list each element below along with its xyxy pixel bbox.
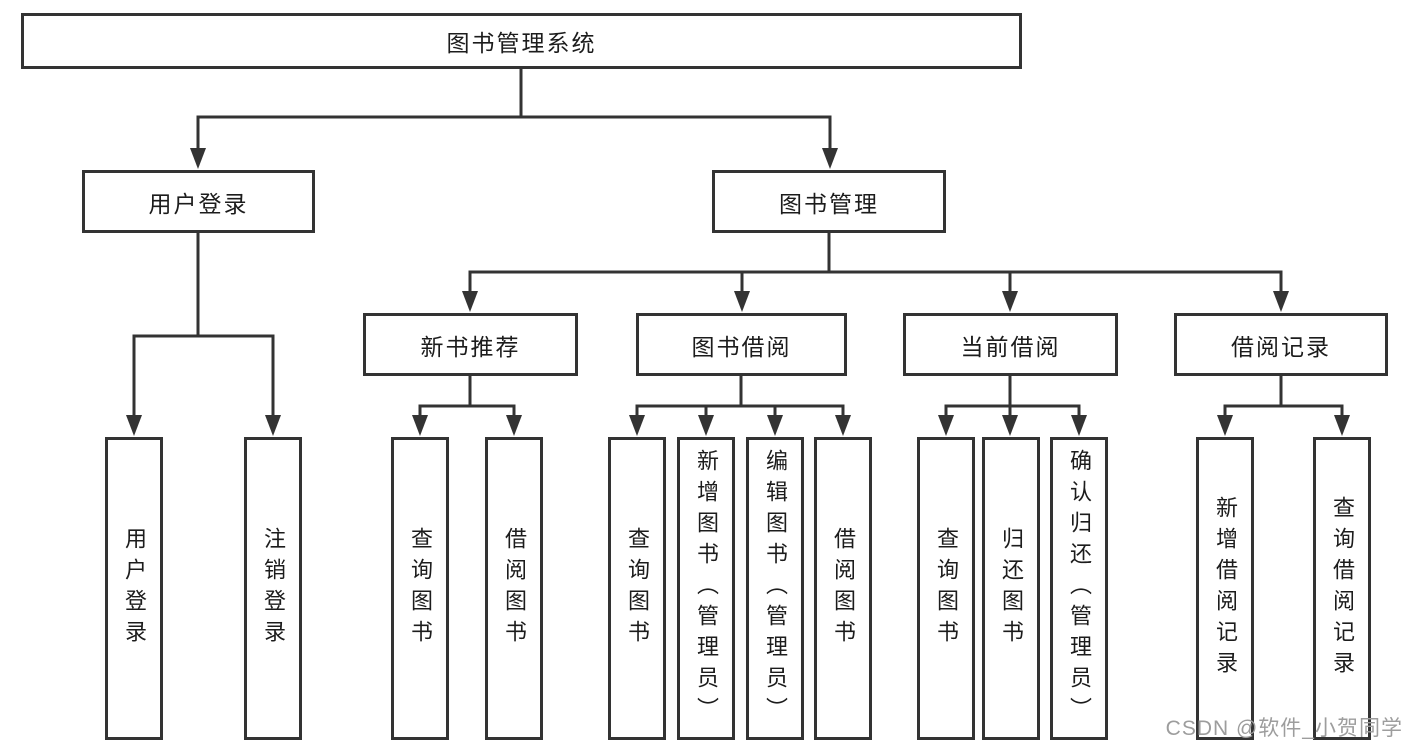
node-library-system: 图书管理系统 — [21, 13, 1022, 69]
leaf-query-books-recommend: 查询图书 — [391, 437, 449, 740]
leaf-query-books-borrow: 查询图书 — [608, 437, 666, 740]
leaf-label: 查询图书 — [934, 526, 959, 651]
leaf-label: 确认归还（管理员） — [1067, 449, 1092, 728]
leaf-add-borrow-record: 新增借阅记录 — [1196, 437, 1254, 740]
node-borrow-records: 借阅记录 — [1174, 313, 1388, 376]
leaf-label: 查询借阅记录 — [1330, 495, 1355, 682]
leaf-label: 新增借阅记录 — [1213, 495, 1238, 682]
leaf-confirm-return-admin: 确认归还（管理员） — [1050, 437, 1108, 740]
node-current-borrowing: 当前借阅 — [903, 313, 1118, 376]
leaf-label: 借阅图书 — [502, 526, 527, 651]
node-label: 图书借阅 — [691, 333, 792, 360]
leaf-logout: 注销登录 — [244, 437, 302, 740]
node-label: 图书管理系统 — [446, 30, 597, 56]
node-label: 新书推荐 — [420, 333, 521, 360]
leaf-label: 归还图书 — [999, 526, 1024, 651]
node-label: 当前借阅 — [960, 333, 1061, 360]
node-book-borrowing: 图书借阅 — [636, 313, 847, 376]
leaf-add-books-admin: 新增图书（管理员） — [677, 437, 735, 740]
leaf-borrow-books-recommend: 借阅图书 — [485, 437, 543, 740]
leaf-query-books-current: 查询图书 — [917, 437, 975, 740]
leaf-label: 注销登录 — [261, 526, 286, 651]
leaf-label: 查询图书 — [408, 526, 433, 651]
arrowheads — [126, 148, 1350, 436]
csdn-watermark: CSDN @软件_小贺同学 — [1165, 717, 1403, 740]
leaf-return-books: 归还图书 — [982, 437, 1040, 740]
leaf-label: 编辑图书（管理员） — [763, 449, 788, 728]
leaf-label: 借阅图书 — [831, 526, 856, 651]
node-label: 用户登录 — [148, 190, 249, 217]
node-label: 借阅记录 — [1231, 333, 1331, 360]
leaf-label: 查询图书 — [625, 526, 650, 651]
node-user-login: 用户登录 — [82, 170, 315, 233]
leaf-label: 用户登录 — [122, 526, 147, 651]
leaf-query-borrow-record: 查询借阅记录 — [1313, 437, 1371, 740]
leaf-label: 新增图书（管理员） — [694, 449, 719, 728]
leaf-edit-books-admin: 编辑图书（管理员） — [746, 437, 804, 740]
leaf-borrow-books: 借阅图书 — [814, 437, 872, 740]
node-book-management: 图书管理 — [712, 170, 946, 233]
node-new-book-recommend: 新书推荐 — [363, 313, 578, 376]
node-label: 图书管理 — [779, 190, 879, 217]
leaf-user-login: 用户登录 — [105, 437, 163, 740]
